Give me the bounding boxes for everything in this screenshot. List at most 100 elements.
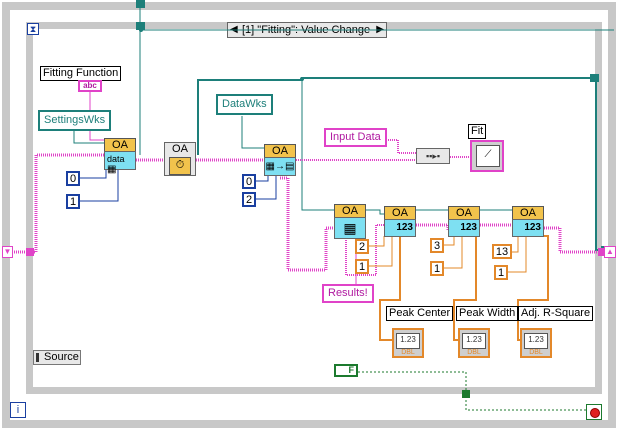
dbl-tag: DBL — [529, 349, 543, 356]
results-string-constant[interactable]: Results! — [322, 284, 374, 303]
fitting-function-control[interactable]: abc — [78, 80, 102, 92]
wire-pink-input — [384, 139, 416, 154]
table-icon: ▦ — [107, 164, 117, 175]
wire-orange-peakcenter — [379, 236, 401, 341]
oa-node-4-sub: 123 — [396, 222, 413, 233]
const-1-c[interactable]: 1 — [355, 259, 369, 274]
oa-node-4-title: OA — [392, 207, 408, 219]
oa-clock-node[interactable]: OA ⏱ — [164, 142, 196, 176]
peak-width-indicator[interactable]: 1.23 DBL — [458, 328, 490, 358]
dbl-tag: DBL — [467, 349, 481, 356]
oa-node-2-body[interactable]: ▦→▤ — [264, 157, 296, 176]
settings-wks-control[interactable]: SettingsWks — [38, 110, 112, 131]
oa-node-3[interactable]: OA — [334, 204, 366, 218]
wire-teal-datawks — [241, 116, 270, 149]
table-column-icon: ▦→▤ — [265, 161, 295, 172]
event-data-node[interactable]: Source — [33, 350, 81, 365]
wire-orange-peakwidth — [453, 235, 477, 341]
fit-label: Fit — [468, 124, 487, 139]
wire-pink-main — [10, 153, 104, 254]
dbl-tag: DBL — [401, 349, 415, 356]
wire-teal-down — [301, 80, 336, 211]
oa-node-2[interactable]: OA — [264, 144, 296, 158]
peak-center-label: Peak Center — [386, 306, 454, 321]
fit-graph-indicator[interactable]: ⟋ — [470, 140, 504, 172]
wire-orange-c3d — [444, 236, 455, 246]
wire-blue-c1a — [80, 170, 119, 202]
wire-blue-c0a — [80, 170, 107, 179]
oa-node-data-sub: data — [107, 154, 125, 164]
wire-orange-c1e — [508, 236, 527, 273]
event-timeout-icon[interactable]: ⧗ — [27, 23, 39, 35]
tunnel-right-teal[interactable] — [590, 74, 599, 82]
info-icon: i — [16, 404, 20, 416]
oa-node-data[interactable]: OA — [104, 138, 136, 152]
oa-node-6[interactable]: OA — [512, 206, 544, 220]
oa-node-4[interactable]: OA — [384, 206, 416, 220]
const-2-c[interactable]: 2 — [355, 239, 369, 254]
data-wks-control[interactable]: DataWks — [216, 94, 273, 115]
oa-node-2-title: OA — [272, 145, 288, 157]
bundle-node[interactable]: ▪▪▸▪ — [416, 148, 450, 164]
adj-r-square-glyph: 1.23 — [528, 335, 544, 344]
oa-node-3-title: OA — [342, 205, 358, 217]
const-0-a[interactable]: 0 — [66, 171, 80, 186]
oa-node-5[interactable]: OA — [448, 206, 480, 220]
stop-terminal[interactable] — [586, 404, 602, 420]
numeric-icon: 1.23 — [524, 333, 548, 349]
stop-icon — [590, 408, 600, 418]
oa-node-5-title: OA — [456, 207, 472, 219]
oa-node-3-body[interactable]: ▦ — [334, 217, 366, 239]
wire-teal-settings — [73, 130, 112, 144]
oa-node-data-body[interactable]: data ▦ — [104, 151, 136, 175]
tunnel-top[interactable] — [136, 0, 145, 8]
peak-center-glyph: 1.23 — [400, 335, 416, 344]
fitting-function-label: Fitting Function — [40, 66, 122, 81]
wire-orange-c2c — [368, 236, 385, 247]
input-data-control[interactable]: Input Data — [324, 128, 387, 147]
wire-orange-c1d — [444, 236, 463, 269]
wire-pink-out — [544, 226, 614, 254]
wire-blue-c2b — [256, 172, 277, 200]
oa-node-5-body[interactable]: 123 — [448, 219, 480, 237]
adj-r-square-indicator[interactable]: 1.23 DBL — [520, 328, 552, 358]
oa-clock-title: OA — [165, 143, 195, 156]
iteration-terminal: i — [10, 402, 26, 418]
oa-node-5-sub: 123 — [460, 222, 477, 233]
oa-node-6-body[interactable]: 123 — [512, 219, 544, 237]
oa-node-4-body[interactable]: 123 — [384, 219, 416, 237]
tunnel-top-2[interactable] — [136, 22, 145, 30]
shift-register-right[interactable]: ▲ — [604, 246, 616, 258]
wire-pink-results — [345, 224, 386, 276]
const-0-b[interactable]: 0 — [242, 174, 256, 189]
clock-icon: ⏱ — [169, 157, 191, 175]
numeric-icon: 1.23 — [462, 333, 486, 349]
wire-orange-c13e — [512, 236, 519, 253]
tunnel-left-pink[interactable] — [26, 248, 34, 256]
bool-false-text: F — [348, 365, 355, 375]
wire-junction — [300, 77, 304, 81]
shift-register-left[interactable]: ▼ — [2, 246, 13, 258]
const-3-d[interactable]: 3 — [430, 238, 444, 253]
oa-node-6-title: OA — [520, 207, 536, 219]
wire-green-stop — [358, 371, 590, 411]
tunnel-bottom-green[interactable] — [462, 390, 470, 398]
const-2-b[interactable]: 2 — [242, 192, 256, 207]
const-1-e[interactable]: 1 — [494, 265, 508, 280]
adj-r-square-label: Adj. R-Square — [518, 306, 594, 321]
const-13-e[interactable]: 13 — [492, 244, 512, 259]
peak-center-indicator[interactable]: 1.23 DBL — [392, 328, 424, 358]
wire-pink-down — [280, 176, 336, 272]
bool-false-constant[interactable]: F — [334, 364, 358, 377]
while-loop-frame[interactable] — [2, 2, 616, 428]
wire-orange-c1c — [368, 236, 393, 267]
wire-pink-chain — [416, 223, 450, 230]
numeric-icon: 1.23 — [396, 333, 420, 349]
peak-width-label: Peak Width — [456, 306, 519, 321]
tunnel-right-pink[interactable] — [598, 248, 606, 256]
const-1-a[interactable]: 1 — [66, 194, 80, 209]
graph-icon: ⟋ — [476, 145, 500, 167]
peak-width-glyph: 1.23 — [466, 335, 482, 344]
const-1-d[interactable]: 1 — [430, 261, 444, 276]
